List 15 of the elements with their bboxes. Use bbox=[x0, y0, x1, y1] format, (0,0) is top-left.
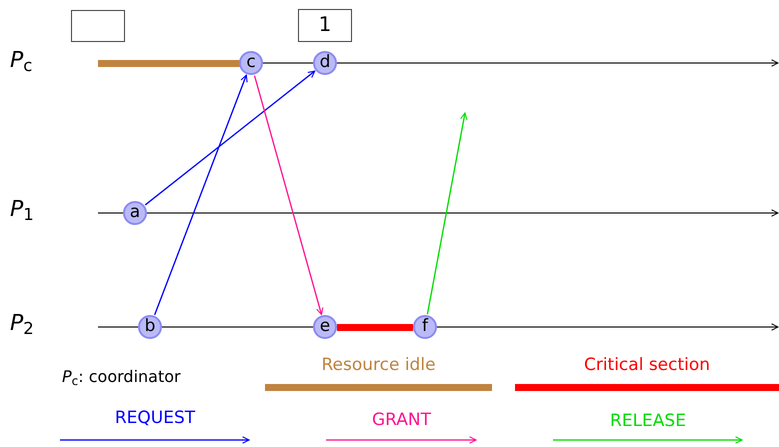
arrow bbox=[254, 75, 324, 315]
queue-box: 1 bbox=[298, 8, 352, 42]
legend-label: GRANT bbox=[370, 412, 432, 429]
legend-label: Resource idle bbox=[320, 357, 437, 374]
process-label: P$_{1}$ bbox=[10, 199, 34, 221]
arrow bbox=[144, 70, 316, 206]
process-label: P$_{c}$: coordinator bbox=[62, 369, 181, 385]
arrow bbox=[426, 112, 468, 314]
process-label: P$_{c}$ bbox=[10, 50, 32, 72]
arrow bbox=[154, 74, 248, 316]
legend-label: Critical section bbox=[582, 357, 712, 374]
legend-label: REQUEST bbox=[114, 410, 196, 427]
legend-label: RELEASE bbox=[609, 413, 687, 430]
queue-box bbox=[71, 10, 125, 42]
process-label: P$_{2}$ bbox=[10, 313, 34, 335]
